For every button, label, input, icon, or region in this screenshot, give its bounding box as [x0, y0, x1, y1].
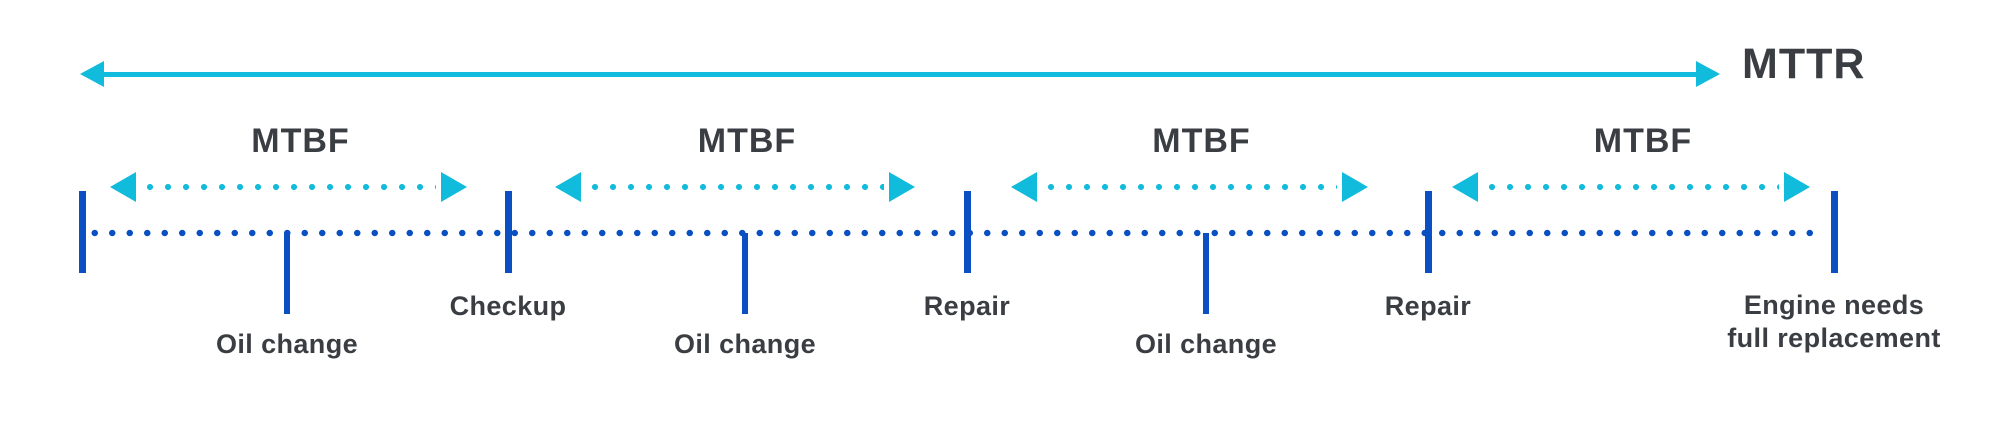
- mtbf-segment-4: MTBF: [1452, 120, 1810, 212]
- mtbf-segment-2: MTBF: [555, 120, 915, 212]
- event-label-replacement-line1: Engine needs: [1743, 290, 1925, 320]
- mtbf-dotted-arrow: [1011, 172, 1368, 202]
- mtbf-arrowhead-right-icon: [1784, 172, 1810, 202]
- event-label-repair-2: Repair: [1384, 291, 1472, 321]
- mtbf-label: MTBF: [697, 122, 797, 160]
- mttr-label: MTTR: [1742, 40, 1866, 88]
- mtbf-segment-1: MTBF: [110, 120, 467, 212]
- event-label-oil-change-3: Oil change: [1134, 329, 1278, 359]
- mtbf-arrowhead-right-icon: [1342, 172, 1368, 202]
- mtbf-dotted-line: [1042, 183, 1337, 191]
- mtbf-label: MTBF: [251, 122, 350, 160]
- timeline-start-tick: [79, 191, 86, 273]
- event-label-repair-1: Repair: [923, 291, 1011, 321]
- mttr-arrow: [80, 61, 1720, 87]
- event-tick-replacement: [1831, 191, 1838, 273]
- mtbf-dotted-arrow: [555, 172, 915, 202]
- event-tick-repair-2: [1425, 191, 1432, 273]
- event-label-replacement: Engine needs full replacement: [1727, 289, 1940, 355]
- event-label-oil-change-2: Oil change: [673, 329, 817, 359]
- event-tick-oil-change-1: [284, 233, 290, 314]
- mttr-arrowhead-right-icon: [1696, 61, 1720, 87]
- mttr-arrow-shaft: [104, 71, 1696, 77]
- event-label-oil-change-1: Oil change: [215, 329, 359, 359]
- mtbf-dotted-line: [141, 183, 436, 191]
- mtbf-arrowhead-left-icon: [555, 172, 581, 202]
- mtbf-arrowhead-left-icon: [110, 172, 136, 202]
- mtbf-segment-3: MTBF: [1011, 120, 1368, 212]
- mtbf-dotted-arrow: [110, 172, 467, 202]
- mtbf-arrowhead-right-icon: [441, 172, 467, 202]
- mtbf-arrowhead-left-icon: [1452, 172, 1478, 202]
- event-label-replacement-line2: full replacement: [1727, 323, 1941, 353]
- mtbf-dotted-arrow: [1452, 172, 1810, 202]
- event-tick-oil-change-3: [1203, 233, 1209, 314]
- mtbf-arrowhead-left-icon: [1011, 172, 1037, 202]
- mtbf-label: MTBF: [1593, 122, 1693, 160]
- timeline-dotted-line: [86, 229, 1822, 237]
- event-tick-oil-change-2: [742, 233, 748, 314]
- mtbf-dotted-line: [1483, 183, 1779, 191]
- mttr-arrowhead-left-icon: [80, 61, 104, 87]
- mtbf-label: MTBF: [1152, 122, 1251, 160]
- event-tick-checkup: [505, 191, 512, 273]
- mtbf-dotted-line: [586, 183, 884, 191]
- mtbf-arrowhead-right-icon: [889, 172, 915, 202]
- event-label-checkup: Checkup: [449, 291, 567, 321]
- event-tick-repair-1: [964, 191, 971, 273]
